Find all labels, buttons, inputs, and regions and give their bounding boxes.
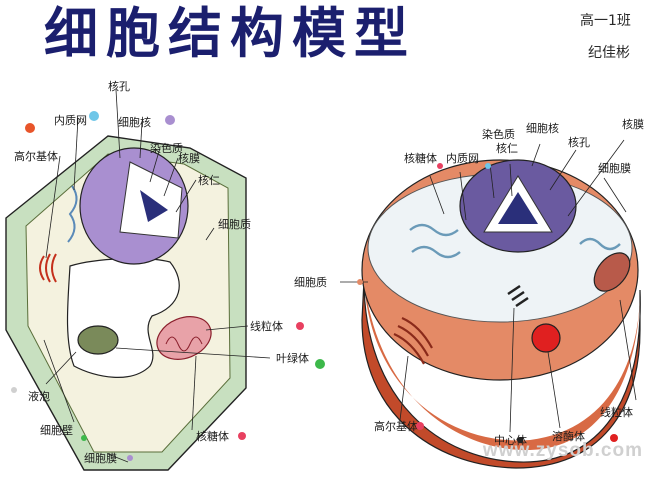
plant-label-mitochondrion: 线粒体	[250, 319, 283, 333]
plant-label-nuclear-pore: 核孔	[108, 79, 130, 93]
plant-label-chromatin: 染色质	[150, 141, 183, 155]
plant-nucleolus	[140, 190, 168, 222]
dot-plant-ribosome	[238, 432, 246, 440]
animal-label-golgi: 高尔基体	[374, 419, 418, 433]
dot-plant-golgi	[25, 123, 35, 133]
animal-nucleolus	[498, 192, 538, 224]
animal-label-nucleolus: 核仁	[496, 141, 518, 155]
animal-label-dots	[357, 163, 618, 443]
animal-label-cytoplasm: 细胞质	[294, 276, 327, 289]
animal-centriole	[507, 284, 529, 308]
plant-label-cytoplasm: 细胞质	[218, 218, 251, 231]
plant-label-cell-wall: 细胞壁	[40, 423, 73, 437]
animal-label-mitochondrion: 线粒体	[600, 405, 633, 419]
animal-lysosome	[531, 323, 561, 353]
animal-label-chromatin: 染色质	[482, 127, 515, 141]
dot-plant-cell-membrane	[127, 455, 133, 461]
plant-label-nuclear-membrane: 核膜	[178, 151, 200, 165]
dot-animal-lysosome	[610, 434, 618, 442]
plant-label-chloroplast: 叶绿体	[276, 351, 309, 365]
author-class: 高一1班	[580, 13, 631, 29]
plant-label-er: 内质网	[54, 113, 87, 127]
plant-label-ribosome: 核糖体	[196, 429, 229, 443]
animal-label-er: 内质网	[446, 151, 479, 165]
animal-label-cell-membrane: 细胞膜	[598, 162, 631, 175]
plant-cell	[5, 135, 247, 471]
plant-label-vacuole: 液泡	[28, 389, 50, 403]
animal-leader-lines	[340, 139, 637, 433]
animal-er	[409, 223, 621, 259]
dot-animal-golgi	[416, 422, 424, 430]
author-name: 纪佳彬	[588, 45, 630, 61]
plant-label-cell-membrane: 细胞膜	[84, 452, 117, 465]
plant-golgi	[39, 253, 57, 283]
animal-golgi	[393, 316, 433, 365]
animal-label-lysosome: 溶酶体	[552, 429, 585, 443]
dot-animal-cytoplasm	[357, 279, 363, 285]
animal-label-centriole: 中心体	[494, 433, 527, 447]
plant-labels: 高尔基体 内质网 核孔 细胞核 染色质 核膜 核仁 细胞质 线粒体 叶绿体 核糖…	[14, 79, 309, 465]
animal-mitochondrion	[593, 252, 631, 292]
watermark: www.zysob.com	[482, 440, 643, 461]
dot-plant-mitochondrion	[296, 322, 304, 330]
animal-labels: 核糖体 内质网 染色质 核仁 细胞核 核孔 核膜 细胞膜 细胞质 高尔基体 中心…	[294, 117, 644, 447]
plant-leader-lines	[43, 89, 271, 463]
dot-plant-cell-wall	[81, 435, 87, 441]
plant-chloroplast	[77, 325, 119, 355]
dot-plant-vacuole	[11, 387, 17, 393]
plant-label-golgi: 高尔基体	[14, 149, 58, 163]
plant-mitochondrion	[156, 316, 212, 360]
page-title: 细胞结构模型	[44, 1, 416, 65]
dot-plant-er	[89, 111, 99, 121]
animal-label-ribosome: 核糖体	[404, 151, 437, 165]
animal-label-nuclear-membrane: 核膜	[622, 117, 644, 131]
animal-label-nucleus: 细胞核	[526, 121, 559, 135]
plant-label-dots	[11, 111, 325, 461]
plant-er	[67, 185, 78, 243]
plant-label-nucleolus: 核仁	[198, 173, 220, 187]
plant-mitochondrion-cristae	[165, 336, 203, 352]
dot-animal-er	[485, 163, 491, 169]
animal-label-nuclear-pore: 核孔	[568, 135, 590, 149]
dot-plant-chloroplast	[315, 359, 325, 369]
dot-plant-nucleus	[165, 115, 175, 125]
dot-animal-centriole	[517, 437, 523, 443]
plant-label-nucleus: 细胞核	[118, 115, 151, 129]
dot-animal-ribosome	[437, 163, 443, 169]
